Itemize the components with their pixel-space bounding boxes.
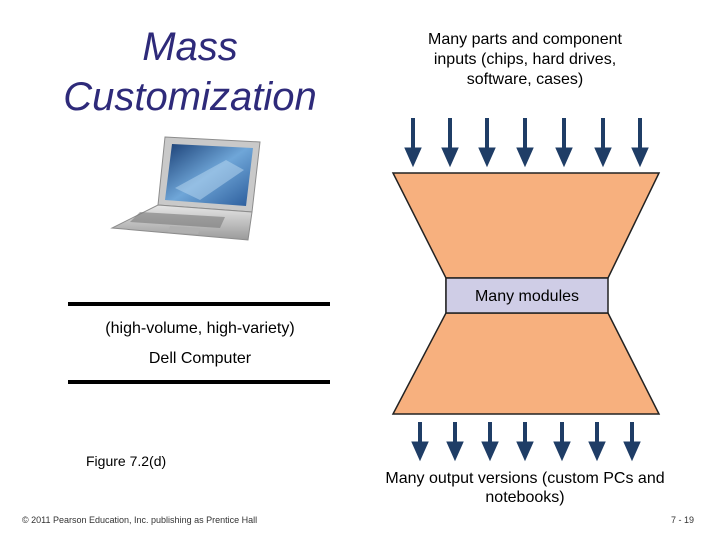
copyright-footer: © 2011 Pearson Education, Inc. publishin… (22, 515, 258, 525)
input-arrows (404, 118, 649, 168)
modules-box (445, 277, 609, 314)
volume-label: (high-volume, high-variety) (105, 320, 295, 337)
down-arrow-icon (481, 422, 499, 462)
down-arrow-icon (594, 118, 612, 168)
down-arrow-icon (631, 118, 649, 168)
figure-label: Figure 7.2(d) (86, 453, 167, 469)
down-arrow-icon (446, 422, 464, 462)
laptop-illustration (110, 136, 261, 241)
down-arrow-icon (588, 422, 606, 462)
down-arrow-icon (478, 118, 496, 168)
top-rule (68, 302, 330, 306)
down-arrow-icon (516, 118, 534, 168)
inputs-description: Many parts and component inputs (chips, … (428, 31, 622, 88)
modules-label: Many modules (475, 288, 579, 305)
page-title: Mass Customization (63, 25, 317, 119)
down-arrow-icon (516, 422, 534, 462)
down-arrow-icon (623, 422, 641, 462)
output-arrows (411, 422, 641, 462)
down-arrow-icon (555, 118, 573, 168)
down-arrow-icon (553, 422, 571, 462)
down-arrow-icon (404, 118, 422, 168)
page-number: 7 - 19 (670, 515, 694, 525)
bottom-rule (68, 380, 330, 384)
down-arrow-icon (441, 118, 459, 168)
down-arrow-icon (411, 422, 429, 462)
outputs-description: Many output versions (custom PCs and not… (385, 470, 665, 506)
company-label: Dell Computer (148, 350, 252, 367)
